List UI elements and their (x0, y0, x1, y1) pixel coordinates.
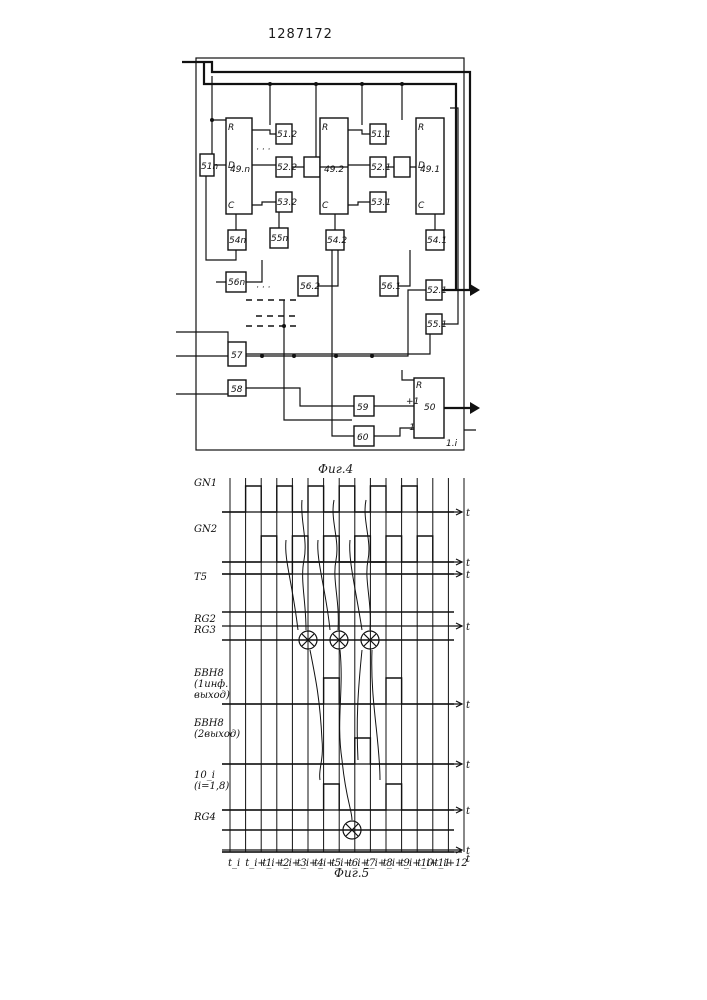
axis-t-symbol: t (466, 700, 471, 711)
wire-left-feed (212, 76, 226, 160)
signal-label: БВН8(2выход) (193, 718, 240, 740)
signal-label-line: RG4 (193, 812, 216, 823)
label-56-1: 56.1 (381, 282, 401, 292)
axis-t-symbol: t (466, 806, 471, 817)
label-51-2: 51.2 (277, 130, 297, 140)
signal-label: 10_i(i=1,8) (194, 770, 229, 792)
axis-t-symbol: t (466, 508, 471, 519)
signal-label-line: RG2 (193, 614, 216, 625)
signal-label-line: T5 (194, 572, 207, 583)
figure4-schematic: 51n 49.n R D C 51.2 52.2 53.2 49.2 R C 5… (176, 58, 480, 450)
signal-label: GN1 (194, 478, 217, 489)
label-52-1: 52.1 (371, 163, 391, 173)
pin-r-50: R (416, 381, 422, 391)
pin-r-49-2: R (322, 123, 328, 133)
waveform-10i (222, 784, 454, 810)
output-arrow-1 (470, 284, 480, 296)
label-59: 59 (357, 403, 369, 413)
pin-d-49n: D (228, 161, 235, 171)
dots-continuation-2: · · · (256, 283, 270, 293)
signal-label-line: 10_i (194, 770, 215, 781)
signal-label: T5 (194, 572, 207, 583)
signal-label-line: (i=1,8) (194, 781, 229, 792)
axis-t-symbol: t (466, 622, 471, 633)
axis-t-symbol: t (466, 760, 471, 771)
waveform-bvn8-out1 (222, 678, 454, 704)
pin-c-49n: C (228, 201, 235, 211)
pin-c-49-1: C (418, 201, 425, 211)
signal-label-line: БВН8 (193, 668, 224, 679)
label-53-2: 53.2 (277, 198, 297, 208)
label-55n: 55n (271, 234, 288, 244)
signal-waveforms (222, 486, 454, 852)
time-tick-label: t_i (228, 858, 240, 869)
dash-middle (246, 300, 300, 326)
waveform-gn1 (222, 486, 454, 512)
figure5-timing-diagram: ttttttttt GN1GN2T5RG2RG3БВН8(1инф.выход)… (193, 478, 471, 869)
figure4-caption: Фиг.4 (318, 462, 353, 476)
label-54n: 54n (229, 236, 246, 246)
label-52-2: 52.2 (277, 163, 297, 173)
signal-label-line: БВН8 (193, 718, 224, 729)
signal-label-line: GN1 (194, 478, 217, 489)
pin-c-49-2: C (322, 201, 329, 211)
causal-arrows (286, 500, 380, 820)
signal-label-line: (1инф. (194, 679, 228, 690)
waveform-t5 (222, 562, 454, 574)
label-57: 57 (231, 351, 243, 361)
signal-label: БВН8(1инф.выход) (193, 668, 230, 701)
block-53-2b (304, 157, 320, 177)
waveform-bvn8-out2 (222, 738, 454, 764)
pin-r-49-1: R (418, 123, 424, 133)
wire-left-inputs (176, 290, 430, 406)
signal-label-line: выход) (194, 690, 230, 701)
label-50: 50 (424, 403, 436, 413)
label-56n: 56n (228, 278, 245, 288)
frame-corner-label: 1.i (446, 439, 458, 449)
signal-label-line: (2выход) (194, 729, 240, 740)
label-60: 60 (357, 433, 369, 443)
label-54-1: 54.1 (427, 236, 447, 246)
signal-label-line: GN2 (194, 524, 217, 535)
signal-label: GN2 (194, 524, 217, 535)
axis-t-symbol: t (466, 570, 471, 581)
waveform-gn2 (222, 536, 454, 562)
pin-r-49n: R (228, 123, 234, 133)
output-arrow-2 (470, 402, 480, 414)
waveform-rg4 (222, 830, 454, 852)
label-55-1: 55.1 (427, 320, 447, 330)
signal-label: RG2RG3 (193, 614, 216, 636)
signal-label: RG4 (193, 812, 216, 823)
signal-labels: GN1GN2T5RG2RG3БВН8(1инф.выход)БВН8(2выхо… (193, 478, 240, 823)
time-tick-label: t_i+12 (434, 858, 467, 869)
label-54-2: 54.2 (327, 236, 347, 246)
pin-d-49-1: D (418, 161, 425, 171)
signal-label-line: RG3 (193, 625, 216, 636)
label-58: 58 (231, 385, 243, 395)
figure5-caption: Фиг.5 (334, 866, 369, 880)
axis-t-symbol: t (466, 558, 471, 569)
label-53-1: 53.1 (371, 198, 391, 208)
label-51n: 51n (201, 162, 218, 172)
label-51-1: 51.1 (371, 130, 391, 140)
dots-continuation-1: · · · (256, 145, 270, 155)
block-53-1b (394, 157, 410, 177)
label-56-2: 56.2 (300, 282, 320, 292)
